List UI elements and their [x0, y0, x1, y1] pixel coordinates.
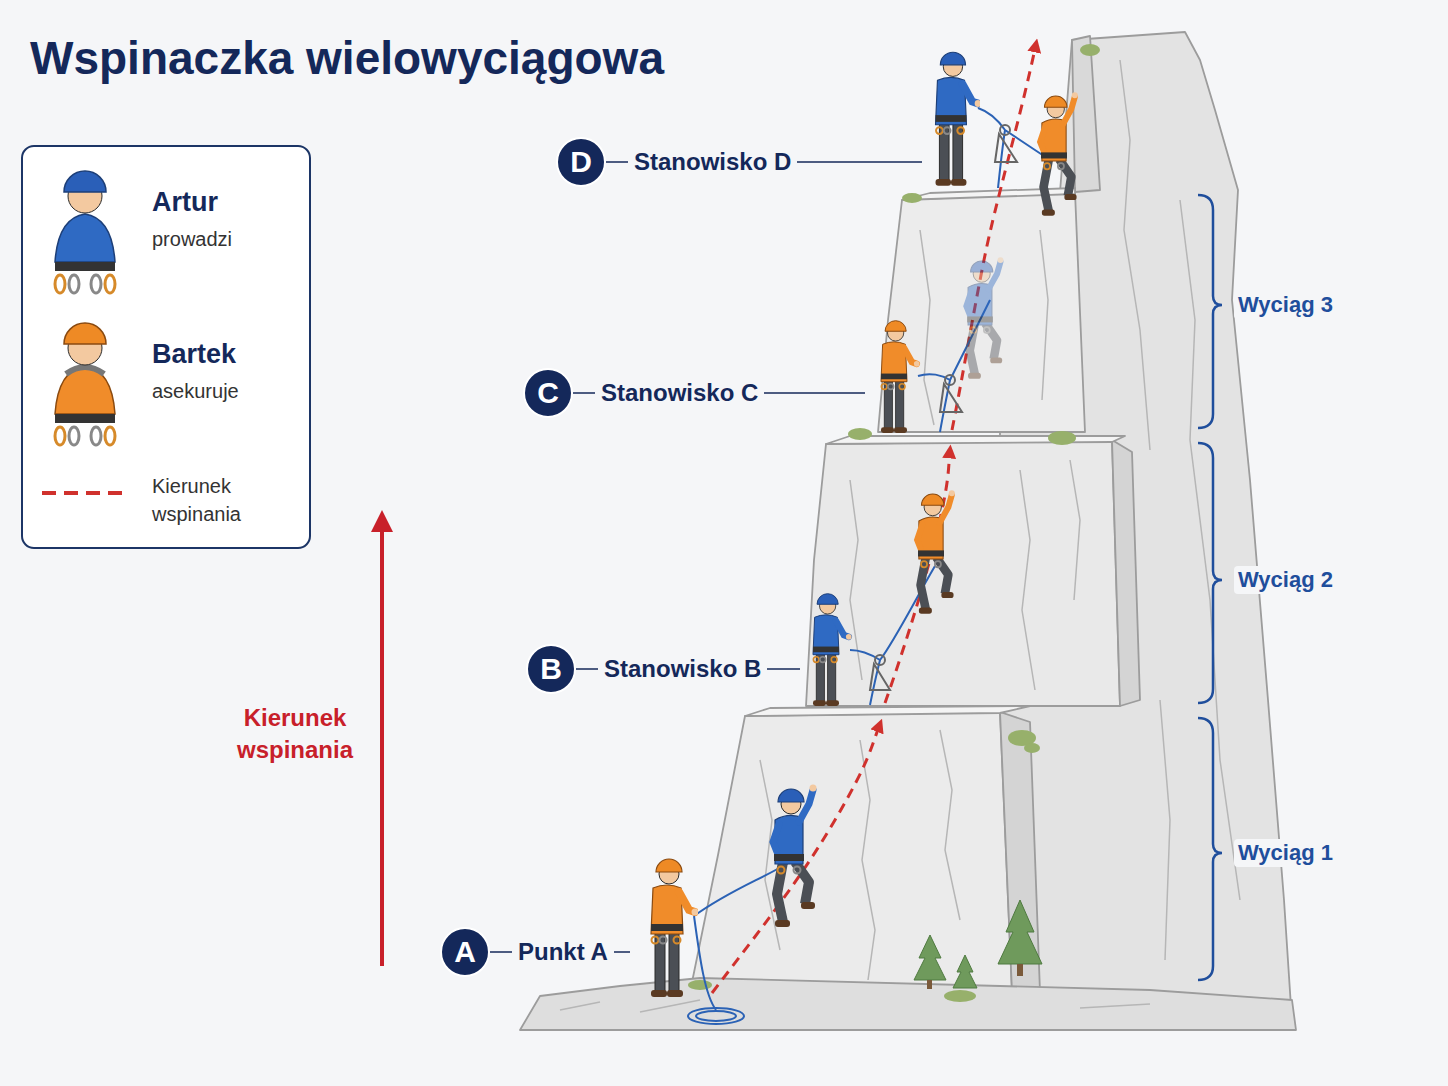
- direction-label: Kierunek wspinania: [220, 702, 370, 766]
- role-label: prowadzi: [152, 226, 232, 252]
- station-marker: B Stanowisko B: [526, 644, 767, 694]
- station-letter: D: [556, 137, 606, 187]
- rock-cracks: [560, 60, 1240, 1012]
- legend-text: Bartek: [152, 338, 236, 370]
- legend-text: Artur: [152, 186, 218, 218]
- direction-arrow: [371, 510, 393, 966]
- legend-icon-bartek: [55, 323, 115, 445]
- legend-icon-artur: [55, 171, 115, 293]
- legend-text: Kierunek wspinania: [152, 472, 282, 528]
- station-marker: D Stanowisko D: [556, 137, 797, 187]
- station-name: Punkt A: [512, 937, 614, 967]
- station-letter: A: [440, 927, 490, 977]
- climbing-route: [712, 44, 1036, 993]
- legend-dash-sample: [42, 493, 130, 494]
- station-letter: C: [523, 368, 573, 418]
- trees: [914, 900, 1042, 989]
- role-label: asekuruje: [152, 378, 239, 404]
- climbers: [651, 52, 1078, 997]
- station-letter: B: [526, 644, 576, 694]
- station-marker: A Punkt A: [440, 927, 614, 977]
- pitch-label: Wyciąg 1: [1234, 839, 1337, 867]
- pitch-label: Wyciąg 3: [1234, 291, 1337, 319]
- grass-tufts: [688, 44, 1100, 1002]
- station-name: Stanowisko B: [598, 654, 767, 684]
- rock-formation: [520, 32, 1296, 1030]
- pitch-brackets: [1198, 195, 1222, 980]
- station-marker: C Stanowisko C: [523, 368, 764, 418]
- legend-frame: [22, 146, 310, 548]
- station-name: Stanowisko C: [595, 378, 764, 408]
- ropes: [688, 108, 1050, 1024]
- pitch-label: Wyciąg 2: [1234, 566, 1337, 594]
- station-name: Stanowisko D: [628, 147, 797, 177]
- leader-lines: [490, 162, 922, 952]
- diagram-title: Wspinaczka wielowyciągowa: [30, 30, 664, 86]
- anchors: [870, 125, 1017, 690]
